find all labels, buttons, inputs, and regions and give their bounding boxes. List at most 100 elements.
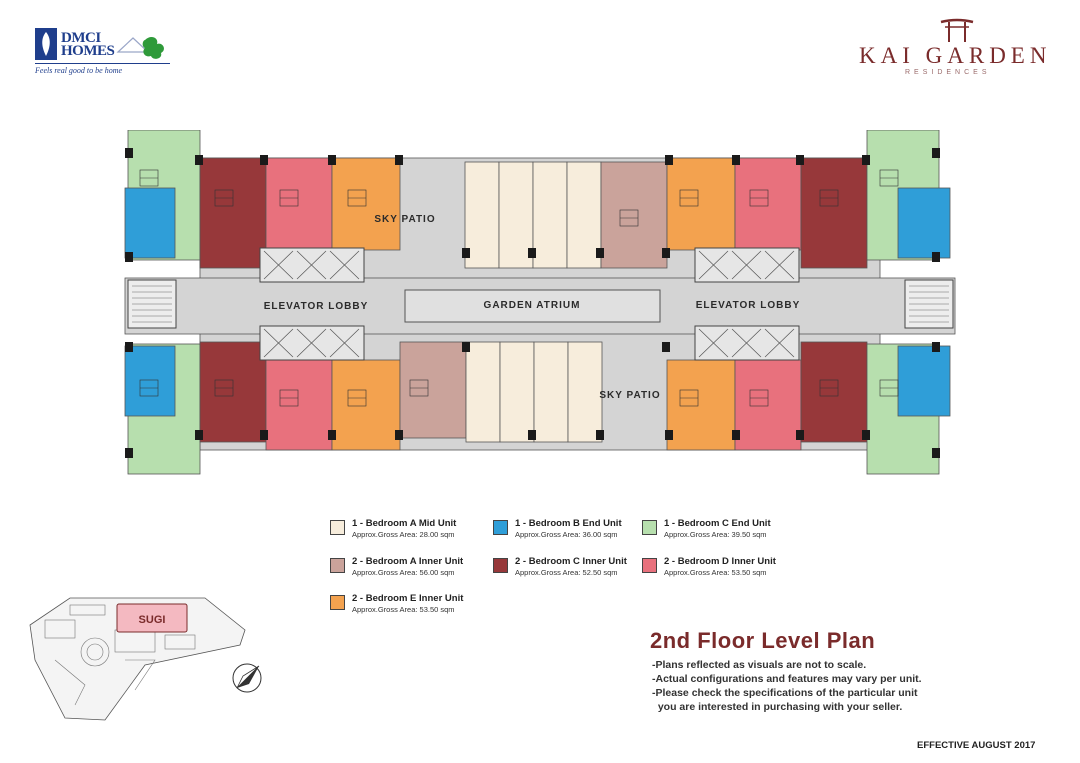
structural-column: [596, 430, 604, 440]
legend-name: 2 - Bedroom C Inner Unit: [515, 556, 627, 567]
structural-column: [462, 248, 470, 258]
structural-column: [125, 252, 133, 262]
elevator-shaft: [329, 250, 360, 280]
dmci-line1: DMCI: [61, 30, 101, 46]
legend-area: Approx.Gross Area: 28.00 sqm: [352, 530, 455, 539]
kai-subtitle: RESIDENCES: [905, 69, 991, 76]
floor-plan: SKY PATIO SKY PATIO ELEVATOR LOBBY ELEVA…: [124, 130, 956, 475]
legend-name: 2 - Bedroom E Inner Unit: [352, 593, 464, 604]
legend-name: 2 - Bedroom D Inner Unit: [664, 556, 776, 567]
effective-date: EFFECTIVE AUGUST 2017: [917, 740, 1036, 751]
kai-garden-logo: KAI GARDEN RESIDENCES: [845, 18, 1065, 88]
unit-1br-a-mid: [464, 161, 500, 269]
legend-area: Approx.Gross Area: 56.00 sqm: [352, 568, 455, 577]
plan-title: 2nd Floor Level Plan: [650, 628, 876, 653]
structural-column: [665, 155, 673, 165]
unit-2br-c-inner: [199, 157, 267, 269]
garden-atrium-label: GARDEN ATRIUM: [484, 300, 581, 311]
elevator-shaft: [296, 328, 327, 358]
legend-name: 2 - Bedroom A Inner Unit: [352, 556, 464, 567]
legend-swatch: [642, 558, 657, 573]
elevator-shaft: [698, 250, 729, 280]
elevator-shaft: [764, 328, 795, 358]
unit-2br-e-inner: [666, 157, 736, 251]
structural-column: [862, 430, 870, 440]
elevator-shaft: [263, 250, 294, 280]
structural-column: [662, 342, 670, 352]
note-line: -Plans reflected as visuals are not to s…: [652, 659, 867, 671]
structural-column: [462, 342, 470, 352]
torii-gate-icon: [940, 18, 974, 42]
unit-2br-a-inner: [600, 161, 668, 269]
unit-1br-a-mid: [532, 161, 568, 269]
legend-area: Approx.Gross Area: 53.50 sqm: [664, 568, 767, 577]
dmci-emblem-icon: [35, 28, 164, 60]
structural-column: [732, 155, 740, 165]
unit-2br-d-inner: [265, 359, 333, 451]
structural-column: [732, 430, 740, 440]
structural-column: [932, 148, 940, 158]
structural-column: [328, 430, 336, 440]
unit-1br-a-mid: [499, 341, 535, 443]
unit-1br-b-end: [897, 187, 951, 259]
unit-1br-a-mid: [566, 161, 602, 269]
structural-column: [796, 430, 804, 440]
elevator-shaft: [731, 328, 762, 358]
unit-1br-a-mid: [533, 341, 569, 443]
note-line: you are interested in purchasing with yo…: [652, 701, 903, 713]
legend-item: 2 - Bedroom C Inner Unit Approx.Gross Ar…: [493, 556, 643, 580]
elevator-shaft: [263, 328, 294, 358]
elevator-shaft: [698, 328, 729, 358]
logo-underline: [35, 63, 170, 64]
legend-swatch: [493, 558, 508, 573]
legend-area: Approx.Gross Area: 39.50 sqm: [664, 530, 767, 539]
structural-column: [125, 342, 133, 352]
dmci-tagline: Feels real good to be home: [35, 66, 123, 75]
unit-1br-a-mid: [498, 161, 534, 269]
structural-column: [796, 155, 804, 165]
key-map: SUGI: [29, 597, 262, 721]
legend-item: 1 - Bedroom B End Unit Approx.Gross Area…: [493, 518, 643, 542]
structural-column: [528, 430, 536, 440]
structural-column: [932, 252, 940, 262]
structural-column: [260, 155, 268, 165]
disclaimer-notes: -Plans reflected as visuals are not to s…: [652, 658, 922, 714]
legend-item: 1 - Bedroom A Mid Unit Approx.Gross Area…: [330, 518, 490, 542]
unit-1br-b-end: [124, 187, 176, 259]
legend-swatch: [642, 520, 657, 535]
kai-title: KAI GARDEN: [859, 43, 1052, 68]
legend-swatch: [493, 520, 508, 535]
sugi-building-marker: [116, 603, 188, 633]
unit-1br-b-end: [897, 345, 951, 417]
unit-1br-a-mid: [465, 341, 501, 443]
structural-column: [528, 248, 536, 258]
structural-column: [395, 155, 403, 165]
legend-area: Approx.Gross Area: 36.00 sqm: [515, 530, 618, 539]
structural-column: [862, 155, 870, 165]
legend-item: 2 - Bedroom D Inner Unit Approx.Gross Ar…: [642, 556, 802, 580]
structural-column: [195, 430, 203, 440]
elevator-shaft: [296, 250, 327, 280]
structural-column: [665, 430, 673, 440]
structural-column: [195, 155, 203, 165]
unit-2br-a-inner: [399, 341, 467, 439]
structural-column: [596, 248, 604, 258]
note-line: -Please check the specifications of the …: [652, 687, 918, 699]
structural-column: [932, 448, 940, 458]
unit-2br-d-inner: [265, 157, 333, 251]
garden-atrium: [404, 289, 661, 323]
elevator-lobby-left-label: ELEVATOR LOBBY: [264, 301, 369, 312]
structural-column: [125, 148, 133, 158]
legend-swatch: [330, 520, 345, 535]
legend-area: Approx.Gross Area: 52.50 sqm: [515, 568, 618, 577]
note-line: -Actual configurations and features may …: [652, 673, 922, 685]
structural-column: [662, 248, 670, 258]
legend-item: 2 - Bedroom E Inner Unit Approx.Gross Ar…: [330, 593, 490, 617]
legend-area: Approx.Gross Area: 53.50 sqm: [352, 605, 455, 614]
unit-1br-b-end: [124, 345, 176, 417]
legend-name: 1 - Bedroom C End Unit: [664, 518, 771, 529]
plan-geometry: [124, 130, 956, 475]
unit-2br-c-inner: [800, 341, 868, 443]
north-arrow-icon: [232, 663, 262, 693]
